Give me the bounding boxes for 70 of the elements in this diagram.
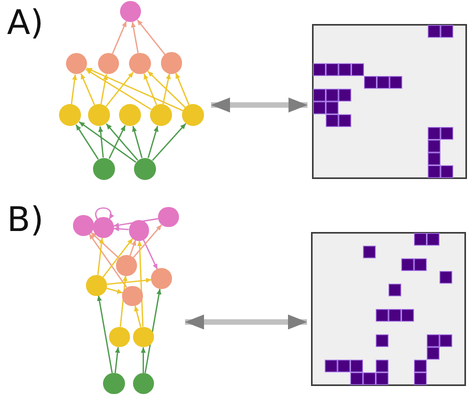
arrow	[98, 126, 104, 158]
node-circle	[98, 52, 120, 74]
node-circle	[66, 52, 88, 74]
arrow	[152, 123, 186, 161]
arrow	[140, 347, 146, 373]
arrow	[112, 21, 127, 54]
node-circle	[120, 0, 142, 22]
node-circle	[109, 326, 130, 348]
arrow	[86, 67, 184, 112]
node-circle	[93, 158, 116, 180]
arrow	[132, 126, 143, 158]
node-circle	[58, 104, 82, 126]
matrix-grid	[312, 24, 466, 178]
arrow	[90, 232, 120, 259]
arrow	[102, 238, 134, 278]
node-circle	[93, 217, 114, 238]
node-circle	[133, 326, 154, 348]
arrow	[78, 121, 136, 163]
node-circle	[116, 255, 137, 276]
arrow	[100, 74, 108, 104]
node-circle	[88, 104, 110, 126]
panel-label: B)	[7, 203, 44, 237]
arrow	[130, 22, 139, 54]
arrow	[105, 72, 134, 107]
arrow	[106, 123, 138, 161]
arrow	[162, 73, 171, 104]
loop-arrow	[95, 207, 114, 220]
arrow	[132, 224, 162, 258]
node-circle	[158, 206, 179, 228]
arrow	[114, 347, 120, 374]
node-circle	[182, 104, 204, 126]
arrow	[108, 125, 126, 159]
arrow	[137, 240, 144, 327]
arrow	[148, 126, 158, 158]
node-circle	[129, 52, 151, 74]
arrow	[114, 226, 129, 232]
arrow	[96, 295, 113, 374]
arrow	[106, 278, 152, 285]
arrow	[97, 238, 104, 276]
arrow	[113, 218, 158, 228]
node-circle	[150, 104, 172, 126]
arrow	[136, 19, 166, 55]
node-circle	[151, 268, 172, 289]
node-circle	[118, 104, 142, 126]
arrow	[76, 124, 99, 160]
arrow	[143, 73, 158, 106]
node-circle	[122, 286, 143, 306]
arrow	[70, 74, 78, 104]
matrix-grid	[311, 232, 466, 386]
node-circle	[73, 215, 94, 236]
arrow	[80, 73, 96, 106]
arrow	[147, 70, 186, 108]
arrow	[88, 233, 128, 288]
node-circle	[128, 220, 150, 241]
arrow	[86, 68, 152, 110]
double-arrow	[211, 98, 308, 112]
node-circle	[86, 275, 107, 296]
arrow	[142, 239, 158, 270]
arrow	[175, 72, 190, 106]
panel-label: A)	[7, 6, 44, 40]
node-circle	[103, 373, 125, 394]
arrow	[134, 306, 142, 328]
arrow	[130, 240, 136, 256]
arrow	[120, 275, 128, 327]
node-circle	[132, 373, 154, 394]
node-circle	[134, 158, 156, 180]
node-circle	[160, 52, 182, 74]
arrow	[144, 288, 162, 374]
arrow	[106, 288, 123, 294]
double-arrow	[185, 314, 307, 330]
